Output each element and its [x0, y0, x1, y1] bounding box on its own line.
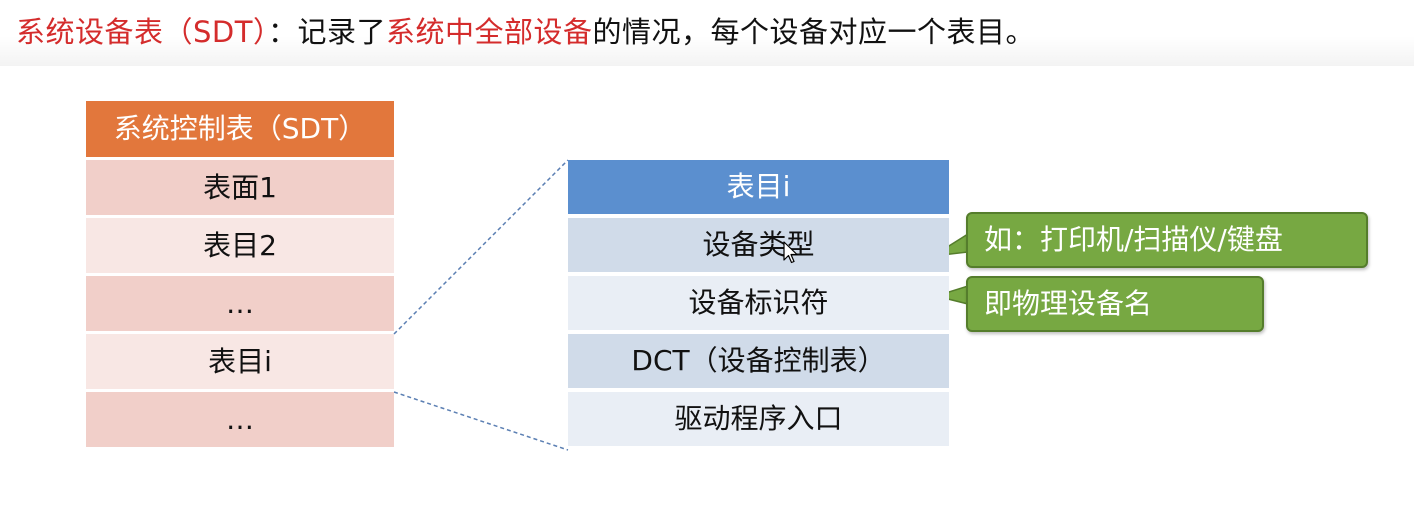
sdt-row: … [86, 392, 394, 447]
headline-emphasis: 系统中全部设备 [385, 15, 593, 49]
sdt-table-header: 系统控制表（SDT） [86, 101, 394, 157]
headline-text-a: ：记录了 [267, 15, 386, 49]
headline-text-b: 的情况，每个设备对应一个表目。 [592, 15, 1036, 49]
sdt-row: 表目i [86, 334, 394, 389]
entry-row-dct: DCT（设备控制表） [568, 334, 949, 388]
callout-device-type: 如：打印机/扫描仪/键盘 [966, 212, 1368, 268]
entry-row-driver-entry: 驱动程序入口 [568, 392, 949, 446]
sdt-row: 表目2 [86, 218, 394, 273]
headline-term: 系统设备表（SDT） [16, 15, 268, 49]
sdt-table: 系统控制表（SDT） 表面1 表目2 … 表目i … [86, 101, 394, 450]
mouse-pointer-icon [783, 241, 798, 264]
headline: 系统设备表（SDT）：记录了系统中全部设备的情况，每个设备对应一个表目。 [16, 10, 1035, 54]
sdt-row: 表面1 [86, 160, 394, 215]
callout-device-id: 即物理设备名 [966, 276, 1264, 332]
entry-row-device-type: 设备类型 [568, 218, 949, 272]
header-band [0, 0, 1414, 66]
entry-table-header: 表目i [568, 160, 949, 214]
entry-row-device-id: 设备标识符 [568, 276, 949, 330]
entry-table: 表目i 设备类型 设备标识符 DCT（设备控制表） 驱动程序入口 [568, 160, 949, 450]
zoom-line-top [393, 159, 569, 335]
zoom-line-bottom [393, 391, 569, 451]
sdt-row: … [86, 276, 394, 331]
